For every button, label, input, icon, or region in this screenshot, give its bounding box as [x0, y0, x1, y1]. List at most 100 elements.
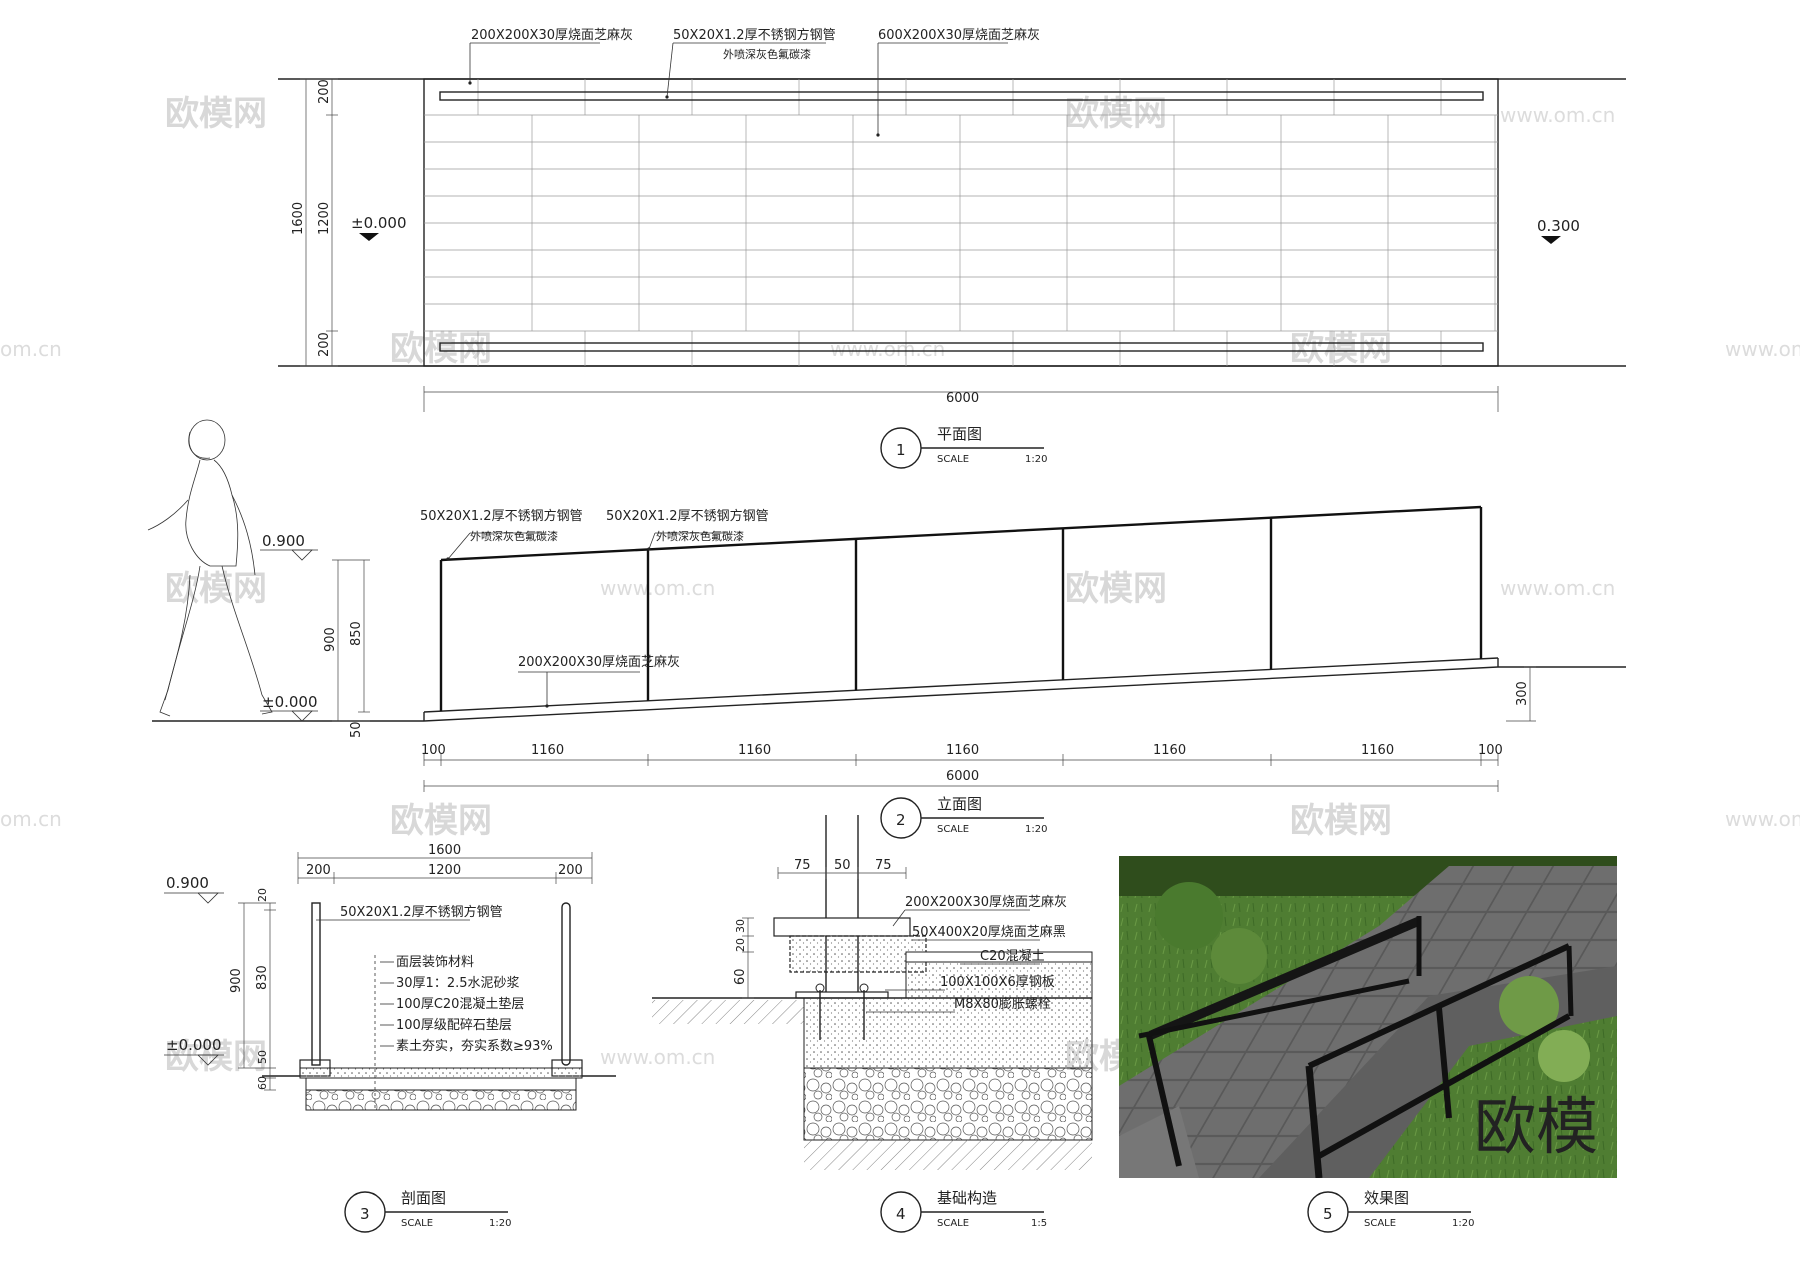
plan-title-number: 1 — [896, 441, 906, 459]
elevation-dim-total: 6000 — [946, 769, 979, 784]
detail-dim-20: 20 — [734, 938, 747, 952]
elevation-dim-seg-1: 1160 — [531, 743, 564, 758]
section-dim-830: 830 — [255, 965, 270, 990]
section-dim-total: 1600 — [428, 843, 461, 858]
elevation-handrail — [440, 505, 1482, 562]
elevation-dim-seg-2: 1160 — [738, 743, 771, 758]
detail-dim-30: 30 — [734, 919, 747, 933]
elevation-dim-50: 50 — [349, 721, 364, 738]
watermark-text: 欧模网 — [390, 329, 492, 369]
plan-paving-grid — [424, 79, 1498, 366]
elevation-note-tube-a: 50X20X1.2厚不锈钢方钢管 — [420, 508, 583, 524]
detail-note-1: 200X200X30厚烧面芝麻灰 — [905, 894, 1067, 910]
render-title-scale-label: SCALE — [1364, 1218, 1396, 1229]
elevation-slope-top — [423, 657, 1499, 713]
watermark-text: om.cn — [0, 807, 62, 831]
render-ramp-surface — [1119, 866, 1617, 1178]
elevation-note-coating-a: 外喷深灰色氟碳漆 — [470, 529, 558, 543]
detail-steel-plate — [795, 991, 889, 999]
watermark-text: www.om.cn — [600, 1045, 715, 1069]
detail-title-number: 4 — [896, 1205, 906, 1223]
elevation-view: 200X200X30厚烧面芝麻灰 50X20X1.2厚不锈钢方钢管 外喷深灰色氟… — [152, 505, 1626, 839]
section-level-top: 0.900 — [166, 874, 209, 892]
watermark-text: www.om.cn — [1500, 103, 1615, 127]
watermark-text: 欧模网 — [390, 801, 492, 841]
elevation-note-base: 200X200X30厚烧面芝麻灰 — [518, 654, 680, 670]
watermark-text: www.om.cn — [1500, 576, 1615, 600]
elevation-title-number: 2 — [896, 811, 906, 829]
elevation-title-scale: 1:20 — [1025, 824, 1047, 835]
watermark-text: om.cn — [0, 337, 62, 361]
watermark-text: 欧模网 — [1290, 801, 1392, 841]
elevation-title-name: 立面图 — [937, 795, 982, 813]
elevation-dim-seg-4: 1160 — [1153, 743, 1186, 758]
watermark-text: www.om.cn — [1725, 337, 1800, 361]
section-title-scale: 1:20 — [489, 1218, 511, 1229]
section-dim-left: 200 — [306, 863, 331, 878]
plan-dim-bot: 200 — [317, 332, 332, 357]
watermark-text: 欧模网 — [1065, 569, 1167, 609]
detail-note-4: 100X100X6厚钢板 — [940, 975, 1055, 990]
section-dim-900: 900 — [229, 968, 244, 993]
plan-dim-mid: 1200 — [317, 202, 332, 235]
detail-dim-75-right: 75 — [875, 858, 892, 873]
section-note-tube: 50X20X1.2厚不锈钢方钢管 — [340, 904, 503, 920]
detail-title-scale: 1:5 — [1031, 1218, 1047, 1229]
elevation-level-top: 0.900 — [262, 532, 305, 550]
plan-level-right: 0.300 — [1537, 217, 1580, 235]
elevation-dim-300: 300 — [1515, 681, 1530, 706]
section-dim-right: 200 — [558, 863, 583, 878]
human-figure-icon — [147, 419, 273, 717]
detail-dim-60: 60 — [733, 968, 748, 985]
render-title-number: 5 — [1323, 1205, 1333, 1223]
render-title-scale: 1:20 — [1452, 1218, 1474, 1229]
elevation-note-tube-b: 50X20X1.2厚不锈钢方钢管 — [606, 508, 769, 524]
detail-cap-stone — [773, 917, 911, 937]
section-dim-20: 20 — [256, 888, 269, 902]
plan-note-tube: 50X20X1.2厚不锈钢方钢管 — [673, 27, 836, 43]
detail-view: 75 50 75 20 30 60 200X200X30厚烧面芝麻灰 50X40… — [652, 815, 1093, 1233]
section-view: 1600 200 1200 200 50X20X1.2厚不锈钢方钢管 面层装饰材… — [164, 843, 616, 1233]
plan-title-scale: 1:20 — [1025, 454, 1047, 465]
plan-note-paving-large: 600X200X30厚烧面芝麻灰 — [878, 27, 1040, 43]
elevation-dim-edge-right: 100 — [1478, 743, 1503, 758]
elevation-note-coating-b: 外喷深灰色氟碳漆 — [656, 529, 744, 543]
section-post-right — [561, 902, 571, 1066]
elevation-dimension-ticks — [423, 754, 1499, 792]
plan-view: 200X200X30厚烧面芝麻灰 50X20X1.2厚不锈钢方钢管 外喷深灰色氟… — [278, 27, 1626, 469]
section-level-bottom: ±0.000 — [166, 1036, 222, 1054]
detail-title-scale-label: SCALE — [937, 1218, 969, 1229]
section-title-scale-label: SCALE — [401, 1218, 433, 1229]
section-dim-60: 60 — [256, 1076, 269, 1090]
elevation-dim-850: 850 — [349, 621, 364, 646]
section-title-number: 3 — [360, 1205, 370, 1223]
plan-dim-length: 6000 — [946, 391, 979, 406]
section-note-layer-2: 30厚1：2.5水泥砂浆 — [396, 976, 520, 991]
elevation-slope-base — [423, 666, 1499, 722]
watermark-text: www.om.cn — [1725, 807, 1800, 831]
detail-dim-50: 50 — [834, 858, 851, 873]
detail-concrete-block — [789, 935, 927, 973]
elevation-dim-900: 900 — [323, 627, 338, 652]
section-title-name: 剖面图 — [401, 1189, 446, 1207]
section-note-layer-5: 素土夯实，夯实系数≥93% — [396, 1039, 553, 1054]
plan-ramp-outline — [423, 78, 1499, 367]
render-watermark: 欧模 — [1474, 1090, 1598, 1163]
section-note-layer-3: 100厚C20混凝土垫层 — [396, 996, 524, 1012]
elevation-dim-edge-left: 100 — [421, 743, 446, 758]
plan-dim-total: 1600 — [291, 202, 306, 235]
watermark-text: 欧模网 — [1290, 329, 1392, 369]
detail-note-2: 50X400X20厚烧面芝麻黑 — [912, 924, 1066, 940]
elevation-dim-seg-5: 1160 — [1361, 743, 1394, 758]
level-marker-icon — [359, 233, 379, 241]
watermark-text: 欧模网 — [165, 569, 267, 609]
watermark-text: www.om.cn — [830, 337, 945, 361]
render-title-name: 效果图 — [1364, 1189, 1409, 1207]
plan-note-coating: 外喷深灰色氟碳漆 — [723, 47, 811, 61]
section-note-layer-1: 面层装饰材料 — [396, 955, 474, 970]
elevation-posts — [439, 507, 1483, 712]
plan-steel-tube-bottom — [439, 342, 1484, 352]
elevation-level-bottom: ±0.000 — [262, 693, 318, 711]
